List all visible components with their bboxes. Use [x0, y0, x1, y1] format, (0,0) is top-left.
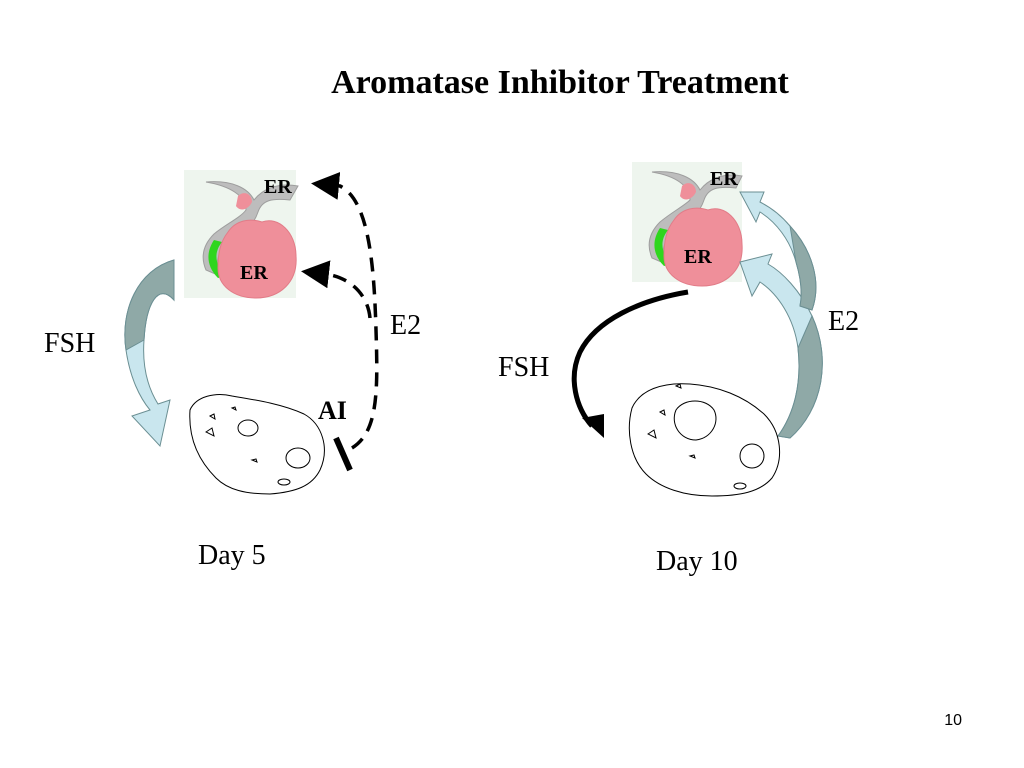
ai-label: AI — [318, 396, 347, 425]
er-label-left-bottom: ER — [240, 262, 268, 284]
fsh-curved-arrow-left — [124, 259, 175, 448]
fsh-label-right: FSH — [498, 352, 550, 383]
slide-number: 10 — [944, 712, 962, 729]
er-label-right-top: ER — [710, 168, 738, 190]
pituitary-left-icon — [202, 181, 299, 299]
fsh-solid-arrow-head — [582, 414, 604, 438]
fsh-label-left: FSH — [44, 328, 96, 359]
e2-label-left: E2 — [390, 310, 422, 341]
e2-feedback-arrow-lower — [301, 260, 372, 319]
day-label-left: Day 5 — [198, 540, 266, 571]
ovary-left-icon — [189, 394, 325, 495]
day-label-right: Day 10 — [656, 546, 738, 577]
ovary-right-icon — [628, 383, 781, 497]
e2-feedback-arrow-upper — [311, 171, 379, 450]
pituitary-right-icon — [648, 171, 743, 287]
e2-label-right: E2 — [828, 306, 860, 337]
er-label-left-top: ER — [264, 176, 292, 198]
fsh-solid-arrow-right — [571, 289, 689, 428]
slide-title: Aromatase Inhibitor Treatment — [331, 64, 789, 101]
er-label-right-bottom: ER — [684, 246, 712, 268]
ai-inhibition-bar — [333, 436, 353, 472]
e2-curved-arrow-right — [739, 191, 823, 439]
